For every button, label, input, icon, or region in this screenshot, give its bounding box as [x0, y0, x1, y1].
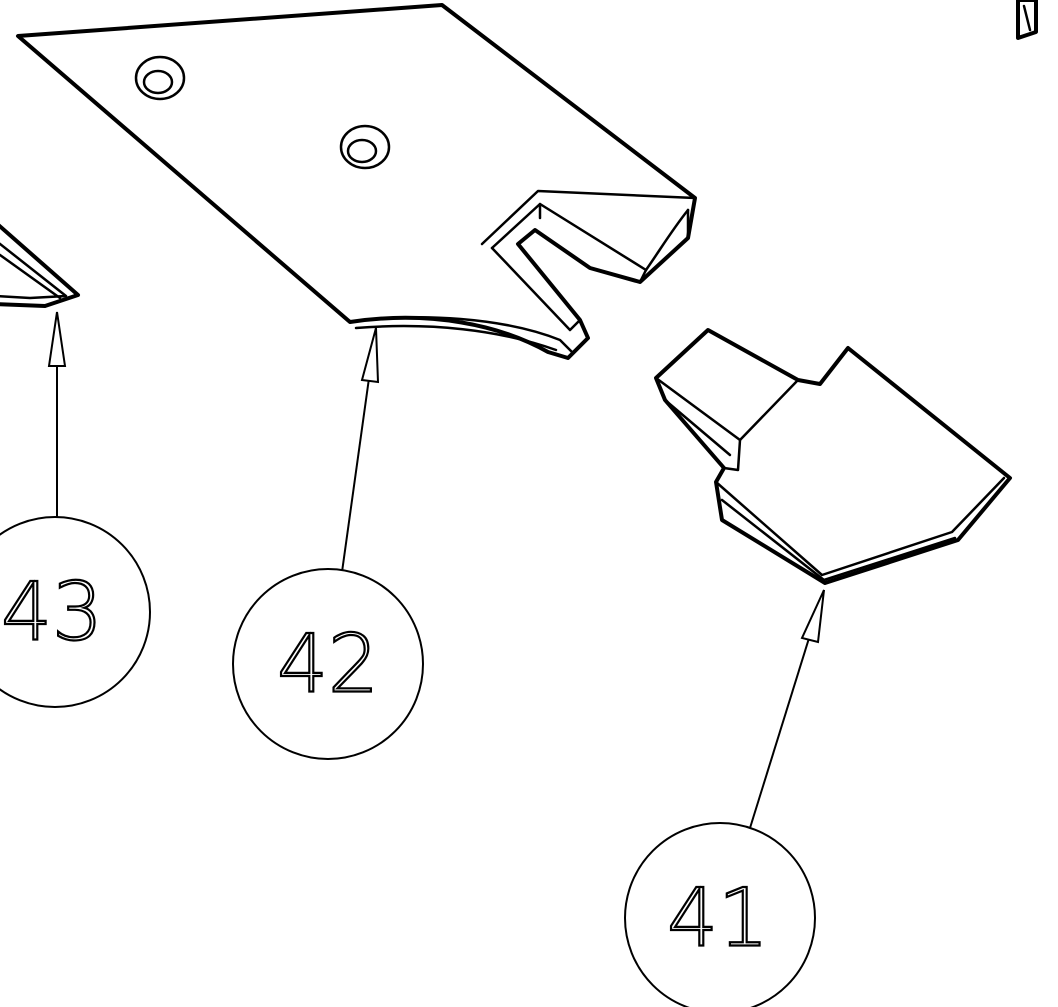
leader-41: [749, 589, 825, 829]
part-42-hole-2-inner: [346, 138, 378, 164]
part-43: [0, 223, 80, 308]
part-41-tab-lower: [663, 398, 732, 457]
part-41-body: [654, 328, 1012, 585]
part-41-bevel: [720, 498, 957, 582]
part-42-front-edge: [348, 316, 574, 354]
leader-41-arrowhead: [800, 589, 825, 644]
balloon-41-circle: [624, 822, 816, 1007]
part-42-slot: [480, 189, 697, 246]
leader-43-arrowhead: [47, 311, 67, 367]
part-41-top-face: [714, 476, 1006, 577]
part-42-tab-edge: [490, 246, 582, 332]
part-43-edge: [0, 242, 68, 300]
part-42-front-edge-lower: [354, 324, 558, 352]
leader-42: [341, 327, 380, 573]
balloon-43-circle: [0, 516, 151, 708]
part-41-tab-side: [722, 438, 742, 472]
leader-42-arrowhead: [360, 327, 380, 384]
part-42-tab-face: [644, 208, 690, 272]
part-42-slot-wall: [538, 202, 690, 284]
balloon-42: 42: [232, 568, 424, 760]
part-42-hole-2: [339, 124, 391, 170]
part-43-bevel: [0, 253, 62, 300]
balloon-41: 41: [624, 822, 816, 1007]
balloon-43: 43: [0, 516, 151, 708]
balloon-42-label: 42: [277, 618, 379, 711]
balloon-42-circle: [232, 568, 424, 760]
part-41: [654, 328, 1012, 585]
balloon-41-label: 41: [667, 872, 769, 965]
balloon-43-label: 43: [1, 566, 103, 659]
part-top-right-fragment-edge: [1022, 4, 1032, 32]
part-43-body: [0, 223, 80, 308]
part-42: [16, 3, 697, 360]
part-42-hole-1: [134, 55, 186, 101]
part-42-hole-1-inner: [142, 69, 174, 95]
part-42-plate: [16, 3, 697, 360]
leader-43: [47, 311, 67, 518]
